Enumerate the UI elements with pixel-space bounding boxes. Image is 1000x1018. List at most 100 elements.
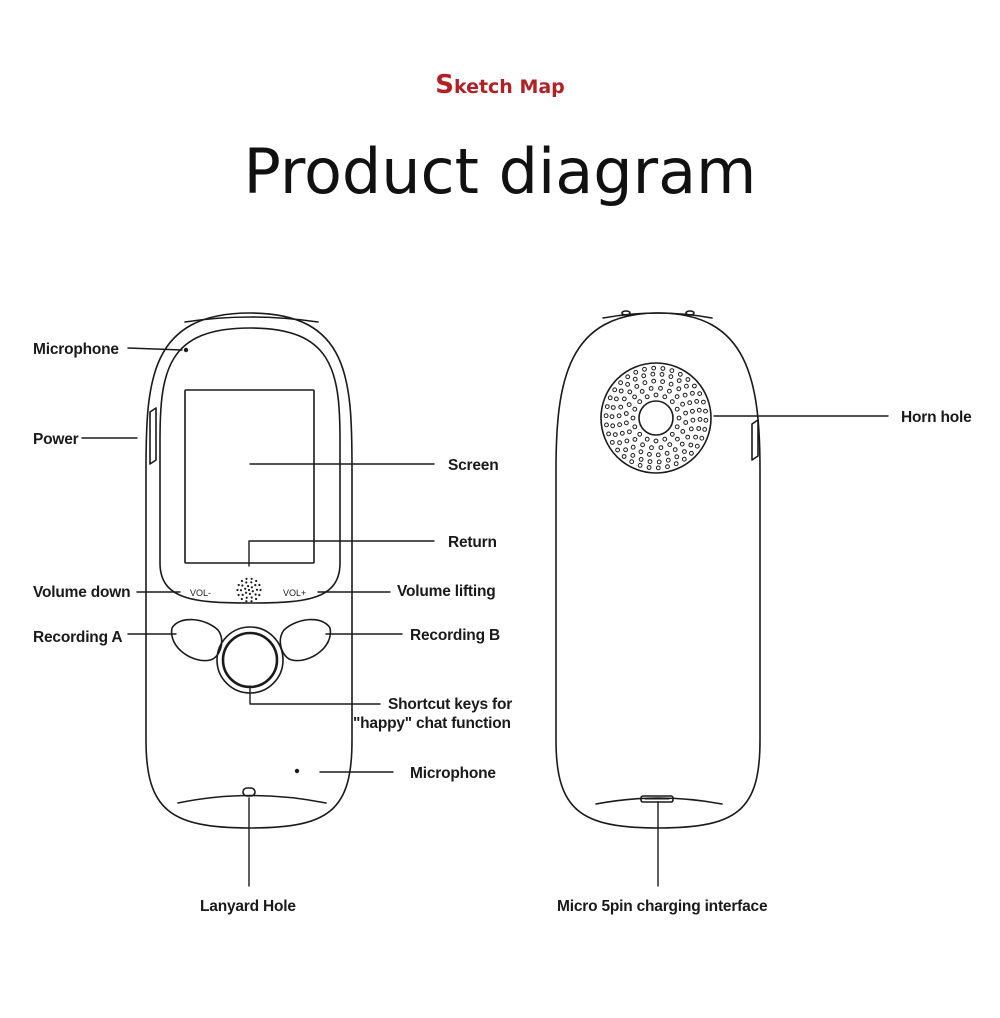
return-dot [236, 588, 239, 592]
horn-dot [644, 394, 650, 400]
return-dot [254, 593, 257, 596]
horn-dot [651, 365, 657, 371]
horn-dot [675, 436, 680, 442]
back-top-hole-right [685, 310, 695, 316]
horn-dot [697, 391, 703, 397]
horn-dot [617, 422, 622, 428]
return-dot [247, 588, 251, 592]
horn-dot [624, 438, 630, 444]
horn-dot [688, 426, 694, 432]
horn-dot [690, 417, 696, 423]
label-volume-down: Volume down [33, 584, 130, 601]
horn-dot [672, 447, 678, 453]
horn-dot [633, 369, 639, 375]
horn-dot [674, 454, 680, 460]
horn-dot [690, 408, 695, 414]
horn-dot [662, 436, 668, 442]
return-dot [237, 583, 240, 587]
horn-dot [676, 386, 682, 392]
front-face-panel [159, 327, 341, 604]
horn-dot [703, 408, 708, 414]
horn-dot [642, 366, 647, 372]
horn-dot [693, 434, 698, 440]
horn-dot [642, 380, 648, 386]
horn-dot [682, 392, 688, 398]
horn-dot [669, 399, 675, 405]
horn-dot [625, 382, 630, 387]
horn-dot [647, 459, 653, 465]
label-return: Return [448, 534, 497, 551]
label-shortcut-line1: Shortcut keys for [388, 696, 512, 713]
horn-dot [694, 399, 700, 404]
horn-dot [674, 406, 680, 412]
return-dot [250, 600, 253, 603]
horn-dot [679, 441, 685, 447]
label-shortcut-line2: "happy" chat function [353, 715, 511, 732]
horn-dot [637, 399, 643, 405]
horn-dot [609, 440, 615, 445]
return-dot [244, 587, 247, 590]
label-power: Power [33, 431, 79, 448]
horn-dot [625, 374, 631, 380]
return-dot [245, 591, 248, 594]
horn-dot [634, 384, 640, 389]
vol-minus-mark: VOL- [190, 588, 211, 598]
horn-dot [644, 436, 650, 442]
horn-dot [637, 463, 643, 468]
horn-dot [651, 378, 657, 384]
horn-dot [604, 422, 609, 428]
return-dot [247, 585, 250, 588]
horn-dot [618, 404, 624, 410]
front-top-cap [184, 316, 319, 323]
label-volume-lifting: Volume lifting [397, 583, 496, 600]
horn-dot [702, 427, 708, 432]
return-dot [240, 597, 243, 601]
horn-dot [614, 396, 619, 402]
horn-dot [677, 371, 683, 377]
label-horn-hole: Horn hole [901, 409, 972, 426]
horn-dot [669, 431, 675, 437]
horn-dot [640, 442, 645, 448]
horn-dot [660, 366, 666, 371]
return-dot [258, 593, 261, 597]
horn-dot [609, 414, 615, 420]
return-dot [245, 600, 248, 603]
horn-dot [655, 452, 661, 458]
horn-dot [632, 437, 638, 442]
horn-dot [621, 454, 627, 459]
back-bottom-cap [595, 797, 723, 805]
return-dot [250, 596, 253, 599]
horn-dot [692, 383, 697, 389]
horn-dot [615, 447, 620, 453]
horn-dot [688, 442, 694, 448]
kicker-rest: ketch Map [453, 76, 565, 98]
back-top-cap [602, 312, 713, 319]
horn-dot [701, 399, 706, 405]
horn-dot [639, 389, 645, 394]
horn-dot [630, 453, 636, 458]
horn-dot [621, 396, 627, 402]
horn-dot [607, 395, 613, 401]
return-dot [258, 583, 261, 587]
horn-dot [703, 417, 709, 423]
return-dot [255, 588, 259, 591]
horn-dot [637, 431, 643, 437]
horn-dot [674, 394, 680, 400]
horn-dot [617, 440, 622, 446]
horn-dot [604, 404, 610, 410]
horn-dot [632, 406, 638, 412]
shortcut-key-inner [221, 631, 279, 689]
power-side-key [149, 407, 157, 465]
screen-display [184, 389, 315, 564]
horn-dot [627, 389, 633, 395]
horn-dot [653, 392, 659, 398]
horn-dot [687, 400, 693, 406]
horn-dot [641, 373, 647, 379]
horn-dot [696, 407, 702, 413]
horn-dot [681, 456, 687, 462]
horn-dot [669, 368, 675, 374]
recording-b-button [279, 618, 332, 662]
horn-dot [683, 410, 688, 416]
label-screen: Screen [448, 457, 499, 474]
